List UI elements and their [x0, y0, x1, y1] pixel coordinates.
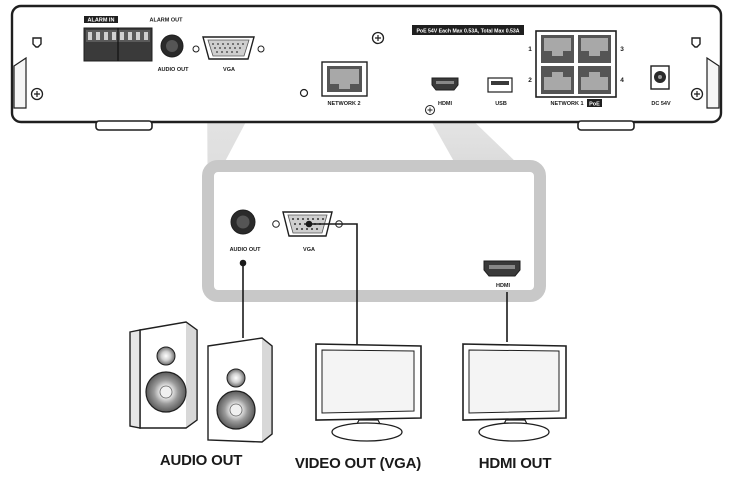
screw-left [30, 87, 44, 101]
nvr-rear-panel: ALARM IN ALARM OUT AUDIO OUT VGA [10, 4, 723, 131]
zoom-hdmi-label: HDMI [496, 283, 511, 289]
vga-monitor [315, 343, 422, 442]
port-num-1: 1 [528, 46, 532, 53]
poe-info-text: PoE 54V Each Max 0.53A, Total Max 0.53A [416, 29, 519, 35]
audio-cable [239, 259, 247, 338]
alarm-in-tag [84, 16, 118, 23]
alarm-in-label: ALARM IN [88, 18, 115, 24]
port-num-4: 4 [620, 77, 624, 84]
dc-label: DC 54V [651, 101, 671, 107]
screw-right [690, 87, 704, 101]
port-num-3: 3 [620, 46, 624, 53]
hdmi-port[interactable] [431, 77, 459, 91]
alarm-terminal-block[interactable] [83, 27, 153, 62]
zoom-panel: AUDIO OUT VGA HDMI [202, 160, 546, 302]
ground-symbol [425, 105, 435, 115]
zoom-audio-label: AUDIO OUT [230, 247, 262, 253]
dc-power-jack[interactable] [650, 65, 670, 90]
mount-hole-left [32, 37, 42, 48]
zoom-hdmi-port[interactable] [483, 260, 521, 277]
network1-label: NETWORK 1 [551, 101, 584, 107]
speakers [129, 321, 273, 443]
speaker-right [207, 337, 273, 443]
usb-port[interactable] [487, 77, 513, 93]
status-led [299, 88, 309, 98]
hdmi-label: HDMI [438, 101, 453, 107]
port-num-2: 2 [528, 77, 532, 84]
speaker-left [129, 321, 198, 429]
alarm-out-label: ALARM OUT [150, 18, 184, 24]
vga-cable [305, 220, 358, 346]
zoom-audio-jack[interactable] [230, 209, 256, 235]
audio-out-jack[interactable] [160, 34, 184, 58]
poe-badge-text: PoE [589, 101, 600, 107]
network2-label: NETWORK 2 [328, 101, 361, 107]
network2-port[interactable] [321, 61, 368, 97]
vga-out-caption: VIDEO OUT (VGA) [295, 455, 421, 472]
zoom-vga-label: VGA [303, 247, 315, 253]
hdmi-monitor [462, 343, 567, 442]
ground-screw [371, 31, 385, 45]
poe-badge [587, 99, 602, 107]
poe-info-banner [412, 25, 524, 35]
audio-out-label: AUDIO OUT [158, 67, 190, 73]
usb-label: USB [495, 101, 507, 107]
vga-port[interactable] [192, 36, 265, 60]
network1-poe-ports[interactable] [535, 30, 617, 98]
cables [239, 220, 508, 346]
vga-label: VGA [223, 67, 235, 73]
hdmi-out-caption: HDMI OUT [479, 455, 552, 472]
mount-hole-right [691, 37, 701, 48]
audio-out-caption: AUDIO OUT [160, 452, 242, 469]
